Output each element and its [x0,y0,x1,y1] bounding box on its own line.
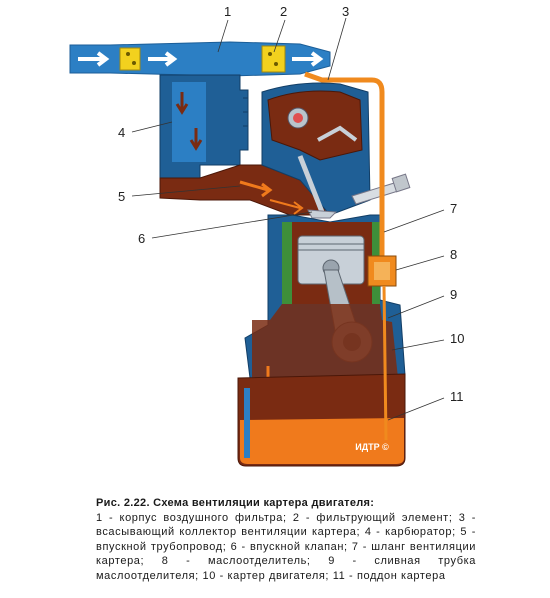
leader-lines [131,17,445,421]
callout-9: 9 [450,287,457,302]
callout-numbers: 1 2 3 4 5 6 7 8 9 10 11 [118,4,464,404]
oil-pan [237,373,406,467]
callout-11: 11 [450,389,464,404]
callout-2: 2 [280,4,287,19]
callout-10: 10 [450,331,464,346]
callout-6: 6 [138,231,145,246]
intake-valve [297,155,338,219]
watermark: ИДТР © [355,442,389,452]
caption-title: Рис. 2.22. Схема вентиляции картера двиг… [96,497,375,509]
ventilation-hose [304,71,385,258]
caption-body: 1 - корпус воздушного фильтра; 2 - фильт… [96,511,476,582]
callout-1: 1 [224,4,231,19]
air-filter-housing [69,41,331,77]
figure-caption: Рис. 2.22. Схема вентиляции картера двиг… [96,496,476,583]
carburetor [159,74,249,179]
callout-7: 7 [450,201,457,216]
oil-separator [367,255,397,287]
callout-5: 5 [118,189,125,204]
callout-3: 3 [342,4,349,19]
crankcase-ventilation-diagram: ИДТР © 1 2 3 4 5 6 7 8 9 10 11 [69,4,464,467]
drain-tube [382,285,388,441]
cylinder-head [261,82,371,216]
callout-4: 4 [118,125,125,140]
callout-8: 8 [450,247,457,262]
